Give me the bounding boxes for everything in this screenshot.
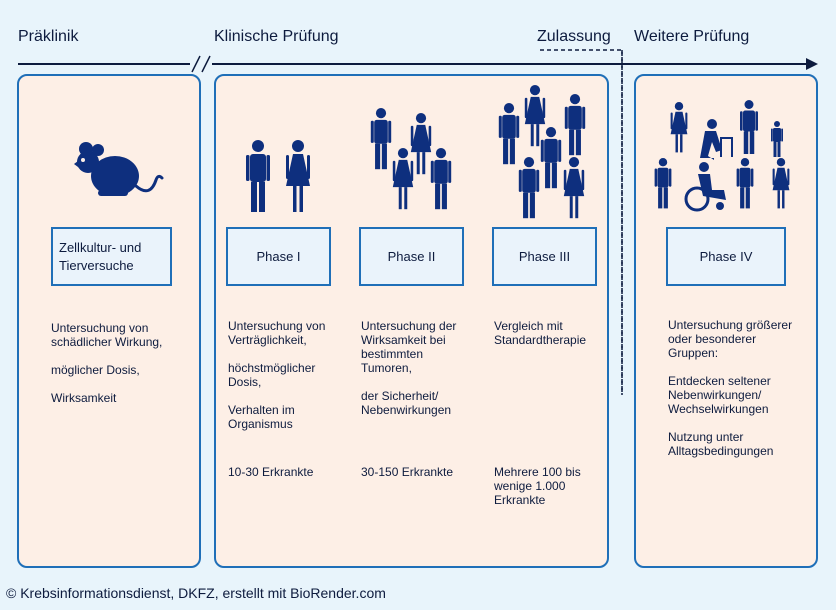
person-icon	[246, 140, 270, 212]
text-phase-3: Vergleich mit Standardtherapie	[494, 319, 599, 347]
person-icon	[370, 108, 392, 170]
text-phase-4-line-3: Nutzung unter Alltagsbedingungen	[668, 430, 774, 458]
mouse-icon	[74, 142, 164, 196]
person-icon	[654, 158, 672, 209]
text-preclinic-line-3: Wirksamkeit	[51, 391, 117, 405]
person-icon	[518, 157, 540, 219]
person-icon	[563, 157, 585, 219]
text-phase-1-line-1: Untersuchung von Verträglichkeit,	[228, 319, 326, 347]
text-phase-4: Untersuchung größerer oder besonderer Gr…	[668, 318, 793, 458]
child-icon	[771, 121, 783, 157]
person-icon	[540, 127, 562, 189]
box-phase-4: Phase IV	[666, 227, 786, 286]
person-icon	[670, 102, 688, 153]
text-preclinic: Untersuchung von schädlicher Wirkung, mö…	[51, 321, 181, 405]
person-icon	[430, 148, 452, 210]
box-phase-1: Phase I	[226, 227, 331, 286]
text-phase-1: Untersuchung von Verträglichkeit, höchst…	[228, 319, 338, 431]
box-phase-2: Phase II	[359, 227, 464, 286]
panel-further	[634, 74, 818, 568]
person-icon	[286, 140, 310, 212]
text-preclinic-line-1: Untersuchung von schädlicher Wirkung,	[51, 321, 163, 349]
stage-label-further: Weitere Prüfung	[634, 28, 750, 45]
text-phase-4-line-2: Entdecken seltener Nebenwirkungen/ Wechs…	[668, 374, 771, 416]
text-phase-4-line-1: Untersuchung größerer oder besonderer Gr…	[668, 318, 793, 360]
text-phase-1-line-3: Verhalten im Organismus	[228, 403, 295, 431]
person-icon	[410, 113, 432, 175]
person-icon	[736, 158, 754, 209]
text-phase-2-line-1: Untersuchung der Wirksamkeit bei bestimm…	[361, 319, 457, 375]
stage-label-approval: Zulassung	[537, 28, 611, 45]
text-phase-2-line-2: der Sicherheit/ Nebenwirkungen	[361, 389, 452, 417]
text-phase-1-line-2: höchstmöglicher Dosis,	[228, 361, 316, 389]
person-icon	[498, 103, 520, 165]
person-icon	[392, 148, 414, 210]
count-phase-1: 10-30 Erkrankte	[228, 465, 314, 479]
person-icon	[524, 85, 546, 147]
stage-label-clinical: Klinische Prüfung	[214, 28, 339, 45]
stage-label-preclinic: Präklinik	[18, 28, 79, 45]
wheelchair-icon	[684, 162, 726, 212]
count-phase-3: Mehrere 100 bis wenige 1.000 Erkrankte	[494, 465, 581, 507]
person-icon	[564, 94, 586, 156]
box-preclinic: Zellkultur- und Tierversuche	[51, 227, 172, 286]
box-phase-3: Phase III	[492, 227, 597, 286]
person-icon	[740, 100, 758, 154]
elderly-walker-icon	[700, 119, 733, 160]
person-icon	[772, 158, 790, 209]
footer-credit: © Krebsinformationsdienst, DKFZ, erstell…	[6, 585, 386, 601]
text-phase-2: Untersuchung der Wirksamkeit bei bestimm…	[361, 319, 466, 417]
text-preclinic-line-2: möglicher Dosis,	[51, 363, 140, 377]
text-phase-3-line-1: Vergleich mit Standardtherapie	[494, 319, 587, 347]
count-phase-2: 30-150 Erkrankte	[361, 465, 454, 479]
panel-preclinic	[17, 74, 201, 568]
